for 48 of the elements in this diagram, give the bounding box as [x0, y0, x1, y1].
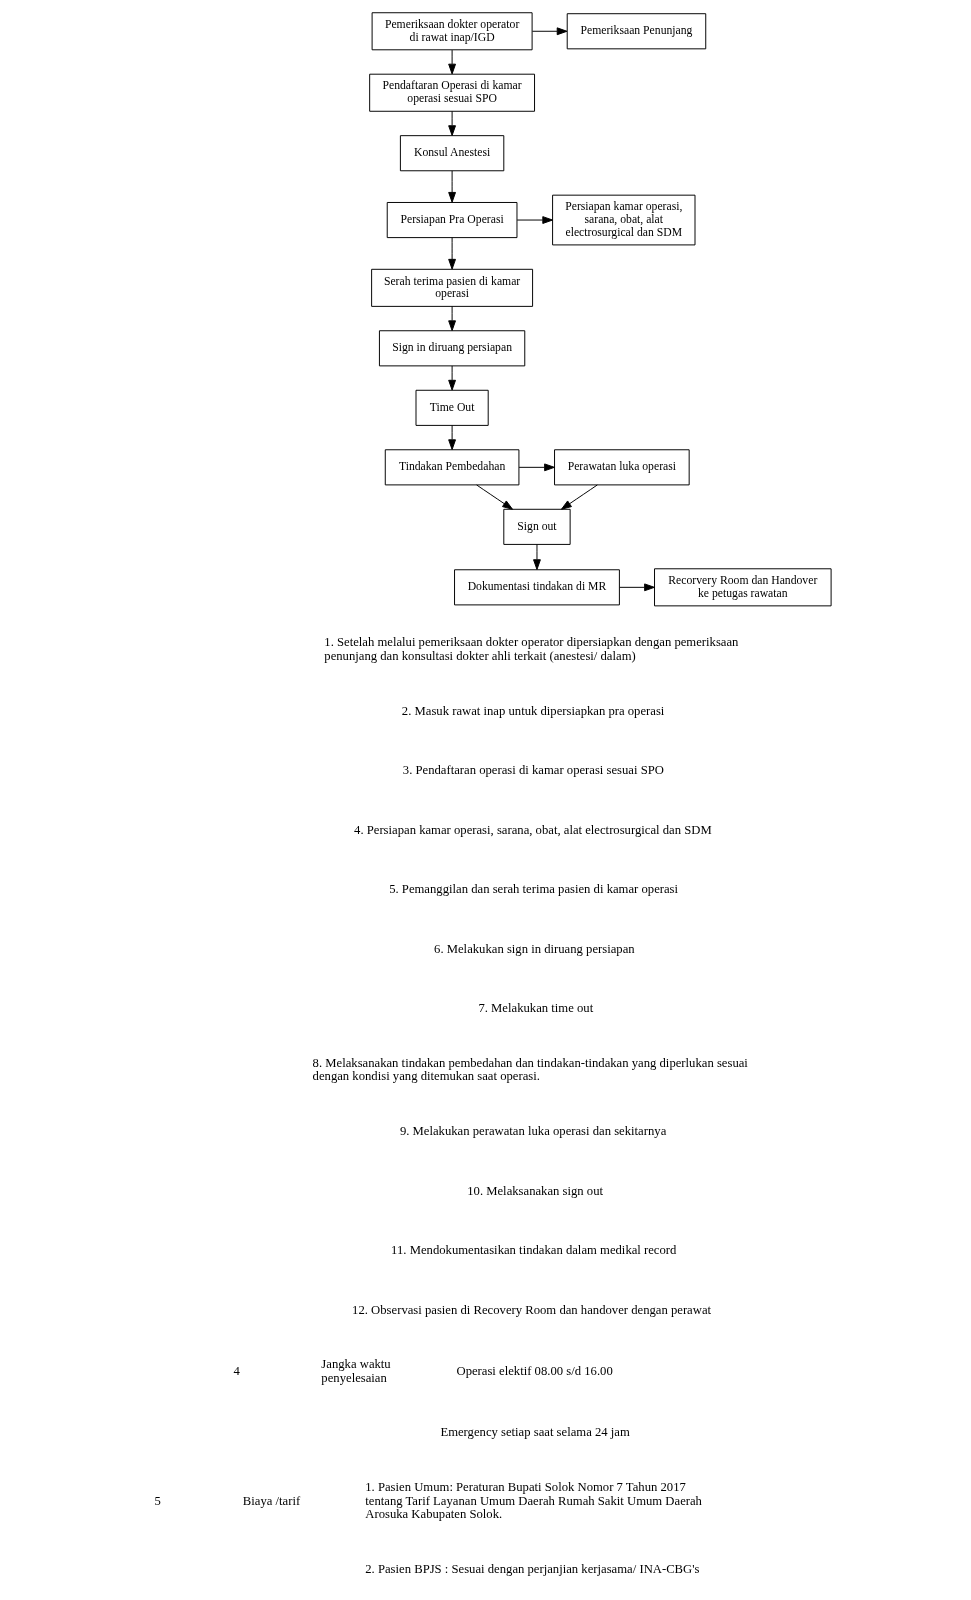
label: 6. Melakukan sign in diruang persiapan [433, 941, 635, 956]
arrow [447, 170, 456, 203]
label: Operasi elektif 08.00 s/d 16.00 [455, 1363, 613, 1378]
label: 1. Setelah melalui pemeriksaan dokter operator dipersiapkan dengan pemeriksaan penunjang dan konsultasi dokter ahli terkait (anestesi/ dalam) [323, 635, 738, 663]
label: Jangka waktu penyelesaian [320, 1357, 391, 1385]
label: 7. Melakukan time out [477, 1001, 593, 1016]
node-box: Pendaftaran Operasi di kamar operasi sesuai SPO [368, 73, 535, 112]
node-box: Perawatan luka operasi [553, 449, 690, 486]
label: Emergency setiap saat selama 24 jam [439, 1425, 630, 1440]
label: 3. Pendaftaran operasi di kamar operasi sesuai SPO [402, 763, 664, 778]
arrow [447, 49, 456, 75]
label: 9. Melakukan perawatan luka operasi dan sekitarnya [399, 1124, 666, 1138]
label: 4. Persiapan kamar operasi, sarana, obat, alat electrosurgical dan SDM [353, 822, 712, 837]
node-box: Recorvery Room dan Handover ke petugas rawatan [653, 568, 832, 607]
label: 12. Observasi pasien di Recovery Room dan handover dengan perawat [351, 1302, 711, 1317]
arrow [560, 484, 598, 510]
label: 4 [233, 1363, 240, 1378]
label: 11. Mendokumentasikan tindakan dalam medikal record [390, 1243, 676, 1258]
node-box: Pemeriksaan dokter operator di rawat inap/IGD [371, 12, 533, 51]
node-box: Konsul Anestesi [399, 135, 504, 172]
node-box: Pemeriksaan Penunjang [566, 13, 706, 50]
node-box: Sign out [502, 508, 571, 545]
node-box: Persiapan Pra Operasi [386, 202, 517, 239]
arrow [516, 216, 553, 224]
arrow [447, 110, 456, 136]
label: 5 [154, 1493, 161, 1508]
arrow [618, 583, 655, 592]
label: 2. Masuk rawat inap untuk dipersiapkan pra operasi [401, 703, 664, 718]
arrow [532, 543, 541, 570]
label: 10. Melaksanakan sign out [466, 1183, 603, 1198]
arrow [475, 484, 513, 510]
arrow [447, 365, 456, 391]
arrow [447, 305, 456, 332]
arrow [447, 237, 456, 270]
arrow [531, 27, 567, 36]
node-box: Serah terima pasien di kamar operasi [370, 268, 533, 307]
arrow [518, 463, 555, 472]
label: 8. Melaksanakan tindakan pembedahan dan tindakan-tindakan yang diperlukan sesuai dengan kondisi yang ditemukan saat operasi. [312, 1055, 748, 1084]
label: 5. Pemanggilan dan serah terima pasien di kamar operasi [388, 882, 678, 897]
label: 2. Pasien BPJS : Sesuai dengan perjanjian kerjasama/ INA-CBG's [364, 1562, 699, 1577]
node-box: Dokumentasi tindakan di MR [453, 569, 620, 606]
node-box: Sign in diruang persiapan [378, 330, 525, 367]
arrow [447, 424, 456, 451]
node-box: Tindakan Pembedahan [384, 449, 519, 486]
node-box: Persiapan kamar operasi, sarana, obat, alat electrosurgical dan SDM [551, 194, 695, 246]
label: Biaya /tarif [242, 1493, 300, 1508]
label: 1. Pasien Umum: Peraturan Bupati Solok Nomor 7 Tahun 2017 tentang Tarif Layanan Umum Daerah Rumah Sakit Umum Daerah Arosuka Kabupaten Solok. [364, 1480, 702, 1522]
node-box: Time Out [415, 389, 489, 426]
